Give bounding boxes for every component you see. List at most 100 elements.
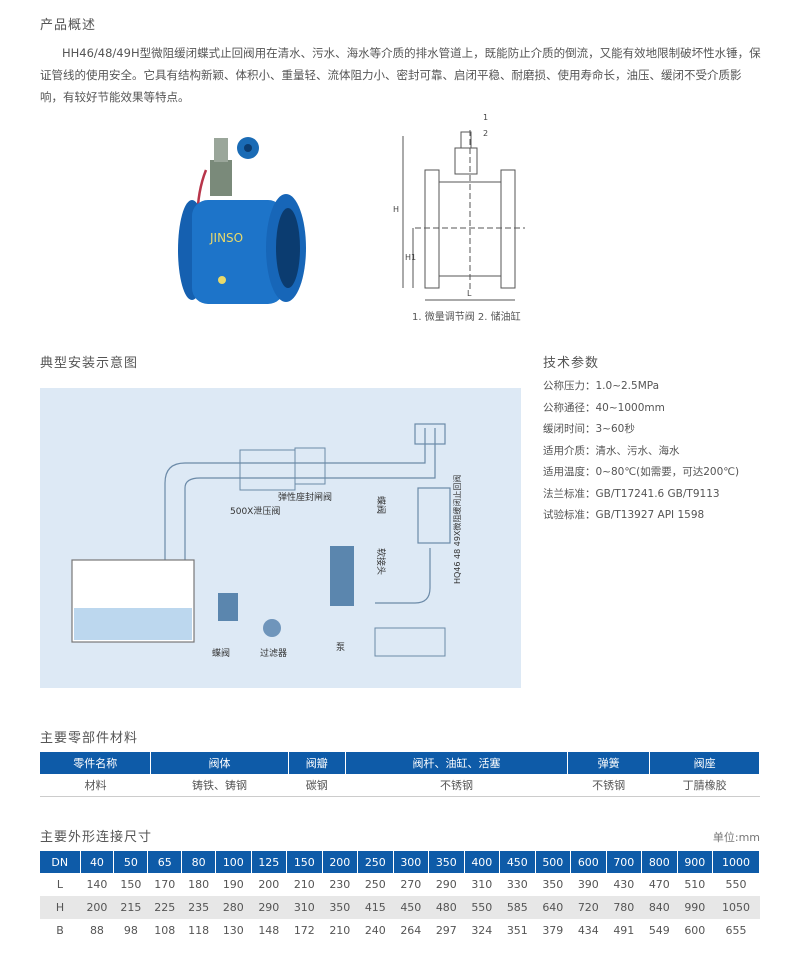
table-cell: 210	[293, 878, 315, 891]
table-cell: H	[40, 896, 80, 919]
spec-item: 试验标准：GB/T13927 API 1598	[543, 509, 705, 521]
table-cell: 780	[606, 896, 642, 919]
table-cell: 148	[258, 924, 280, 937]
materials-title: 主要零部件材料	[40, 731, 139, 746]
table-header: 150	[286, 851, 323, 873]
table-cell: 640	[535, 896, 571, 919]
table-cell: L	[56, 878, 64, 891]
callout-1: 1	[483, 113, 488, 122]
table-header: 400	[464, 851, 501, 873]
table-header: 阀瓣	[288, 752, 346, 774]
table-cell: 不锈钢	[345, 774, 568, 797]
table-cell: 310	[286, 896, 323, 919]
table-cell: 130	[222, 924, 244, 937]
dim-l: L	[467, 289, 472, 298]
table-header: 阀座	[649, 752, 760, 774]
overview-title: 产品概述	[40, 18, 97, 33]
drawing-caption: 1. 微量调节阀 2. 储油缸	[412, 312, 521, 323]
table-cell: 215	[113, 896, 148, 919]
table-cell: 297	[435, 924, 457, 937]
table-header: 零件名称	[40, 752, 152, 774]
table-cell: 840	[641, 896, 678, 919]
table-cell: 180	[188, 878, 210, 891]
table-cell: 250	[364, 878, 386, 891]
table-cell: 铸铁、铸钢	[150, 774, 289, 797]
table-cell: 351	[506, 924, 528, 937]
table-header: 阀体	[150, 752, 289, 774]
table-cell: 不锈钢	[567, 774, 650, 797]
table-header: 1000	[712, 851, 760, 873]
table-cell: 190	[222, 878, 244, 891]
valve-technical-drawing: 1 2 H H1 L	[393, 113, 525, 301]
table-cell: B	[56, 924, 64, 937]
table-cell: 118	[188, 924, 210, 937]
table-cell: 324	[471, 924, 493, 937]
installation-diagram: 弹性座封闸阀 500X泄压阀 蝶阀 软接头 HQ46 48 49X微阻缓闭止回阀…	[40, 388, 521, 688]
table-cell: 415	[357, 896, 394, 919]
table-cell: 1050	[712, 896, 760, 919]
table-cell: 510	[684, 878, 706, 891]
spec-item: 适用温度：0~80℃(如需要，可达200℃)	[543, 466, 740, 478]
table-cell: 390	[577, 878, 599, 891]
table-cell: 264	[400, 924, 422, 937]
table-cell: 210	[329, 924, 351, 937]
table-cell: 200	[258, 878, 280, 891]
table-cell: 丁腈橡胶	[649, 774, 760, 797]
table-cell: 310	[471, 878, 493, 891]
table-row: 材料 铸铁、铸钢 碳钢 不锈钢 不锈钢 丁腈橡胶	[40, 774, 760, 797]
table-header: 600	[570, 851, 607, 873]
specs-title: 技术参数	[543, 356, 600, 371]
label-butterfly-top: 蝶阀	[375, 496, 387, 514]
table-header: 50	[113, 851, 149, 873]
dim-h: H	[393, 205, 399, 214]
table-header: 80	[181, 851, 217, 873]
table-cell: 585	[499, 896, 536, 919]
table-header: 弹簧	[567, 752, 651, 774]
table-cell: 290	[435, 878, 457, 891]
table-header: 65	[147, 851, 183, 873]
table-header: 125	[251, 851, 288, 873]
table-header: 700	[606, 851, 643, 873]
table-cell: 350	[322, 896, 358, 919]
dim-h1: H1	[405, 253, 416, 262]
table-header: 450	[499, 851, 536, 873]
table-cell: 480	[428, 896, 465, 919]
materials-table: 零件名称 阀体 阀瓣 阀杆、油缸、活塞 弹簧 阀座 材料 铸铁、铸钢 碳钢 不锈…	[40, 752, 760, 797]
table-cell: 225	[147, 896, 182, 919]
table-cell: 240	[364, 924, 386, 937]
table-cell: 170	[154, 878, 176, 891]
valve-product-photo: JINSO	[178, 137, 306, 304]
table-header: DN	[40, 851, 81, 873]
table-cell: 290	[251, 896, 287, 919]
table-header: 300	[393, 851, 430, 873]
table-cell: 350	[542, 878, 564, 891]
spec-item: 法兰标准：GB/T17241.6 GB/T9113	[543, 487, 720, 500]
table-cell: 172	[293, 924, 315, 937]
table-cell: 230	[329, 878, 351, 891]
table-header: 200	[322, 851, 359, 873]
table-cell: 270	[400, 878, 422, 891]
table-header: 350	[428, 851, 465, 873]
label-gate-valve: 弹性座封闸阀	[278, 491, 332, 503]
spec-item: 缓闭时间：3~60秒	[543, 423, 635, 435]
table-cell: 655	[725, 924, 747, 937]
label-pump: 泵	[336, 642, 345, 653]
table-cell: 720	[570, 896, 607, 919]
table-cell: 600	[684, 924, 706, 937]
table-cell: 108	[154, 924, 176, 937]
table-cell: 280	[215, 896, 252, 919]
dimensions-title: 主要外形连接尺寸	[40, 830, 153, 845]
table-cell: 550	[464, 896, 500, 919]
spec-item: 适用介质：清水、污水、海水	[543, 444, 680, 457]
label-relief-valve: 500X泄压阀	[230, 505, 280, 517]
table-cell: 98	[123, 924, 138, 937]
table-cell: 470	[648, 878, 670, 891]
label-check-valve: HQ46 48 49X微阻缓闭止回阀	[452, 475, 462, 584]
label-butterfly-bottom: 蝶阀	[212, 647, 230, 659]
install-title: 典型安装示意图	[40, 356, 139, 371]
table-cell: 140	[86, 878, 108, 891]
